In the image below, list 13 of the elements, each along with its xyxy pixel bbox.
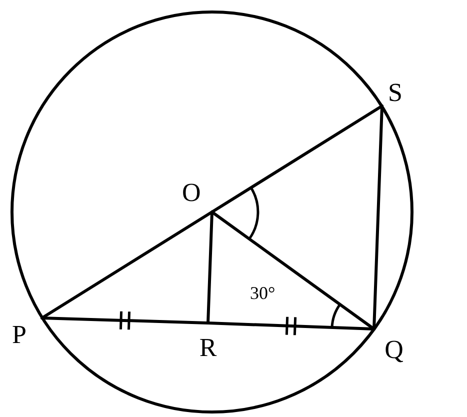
point-label: O bbox=[182, 178, 212, 212]
line-segment bbox=[40, 316, 210, 324]
point-label: S bbox=[382, 78, 410, 106]
line-segment bbox=[210, 104, 384, 214]
point-label: R bbox=[193, 323, 223, 365]
angle-label: 30° bbox=[250, 283, 276, 303]
line-segment bbox=[372, 104, 384, 330]
line-segment bbox=[206, 322, 376, 330]
line-segment bbox=[210, 210, 376, 330]
line-segment bbox=[40, 210, 214, 320]
point-label: Q bbox=[374, 329, 408, 369]
point-label: P bbox=[10, 318, 42, 352]
line-segment bbox=[206, 210, 214, 324]
